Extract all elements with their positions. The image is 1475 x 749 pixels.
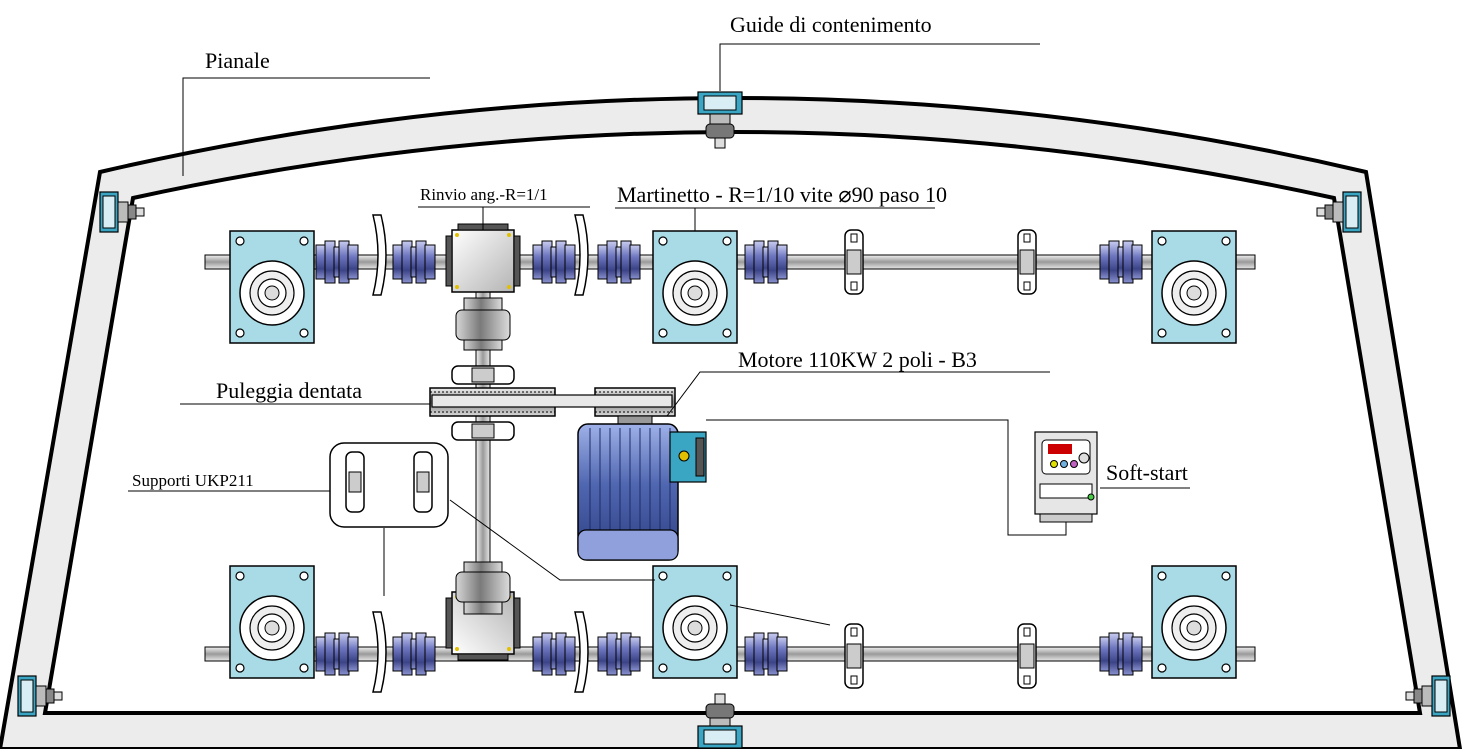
coupling (1099, 632, 1143, 676)
vertical-shaft-bearing-upper (451, 365, 515, 385)
electric-motor (577, 423, 707, 561)
label-supporti: Supporti UKP211 (132, 471, 254, 490)
jack-top-right (1151, 230, 1237, 344)
label-soft-start: Soft-start (1106, 460, 1188, 485)
jack-bottom-right (1151, 565, 1237, 679)
coupling (532, 240, 576, 284)
jack-top-left (229, 230, 315, 344)
coupling (392, 240, 436, 284)
coupling (1099, 240, 1143, 284)
label-martinetto-diameter: ⌀90 (838, 182, 874, 207)
supporti-callout-box (329, 442, 449, 528)
pillow-block-bearing (844, 229, 864, 295)
jack-bottom-center (652, 565, 738, 679)
pillow-block-bearing (844, 623, 864, 689)
coupling (597, 240, 641, 284)
shaft-break-marks (372, 214, 589, 693)
coupling (392, 632, 436, 676)
vertical-shaft-bearing-lower (451, 421, 515, 441)
guide-roller-bottom (697, 693, 743, 749)
vertical-coupling-lower (455, 561, 511, 615)
leader-lines (128, 43, 1190, 626)
coupling (315, 632, 359, 676)
guide-roller-top (697, 91, 743, 149)
pillow-block-bearing (1017, 623, 1037, 689)
label-motore: Motore 110KW 2 poli - B3 (738, 347, 977, 372)
label-rinvio: Rinvio ang.-R=1/1 (420, 185, 548, 204)
vertical-coupling-upper (455, 297, 511, 351)
jack-bottom-left (229, 565, 315, 679)
pillow-block-bearing (1017, 229, 1037, 295)
label-martinetto-text: Martinetto - R=1/10 vite (617, 182, 833, 207)
jack-top-center (652, 230, 738, 344)
label-pianale: Pianale (205, 48, 270, 73)
label-guide-di-contenimento: Guide di contenimento (730, 12, 932, 37)
coupling (315, 240, 359, 284)
label-martinetto: Martinetto - R=1/10 vite ⌀90 paso 10 (617, 184, 947, 206)
angle-gearbox-top (445, 223, 521, 293)
coupling (744, 632, 788, 676)
coupling (597, 632, 641, 676)
label-martinetto-pitch: paso 10 (879, 182, 947, 207)
coupling (744, 240, 788, 284)
toothed-pulley-system (429, 387, 676, 425)
label-puleggia-dentata: Puleggia dentata (216, 378, 363, 403)
soft-start-device (1034, 431, 1098, 523)
coupling (532, 632, 576, 676)
